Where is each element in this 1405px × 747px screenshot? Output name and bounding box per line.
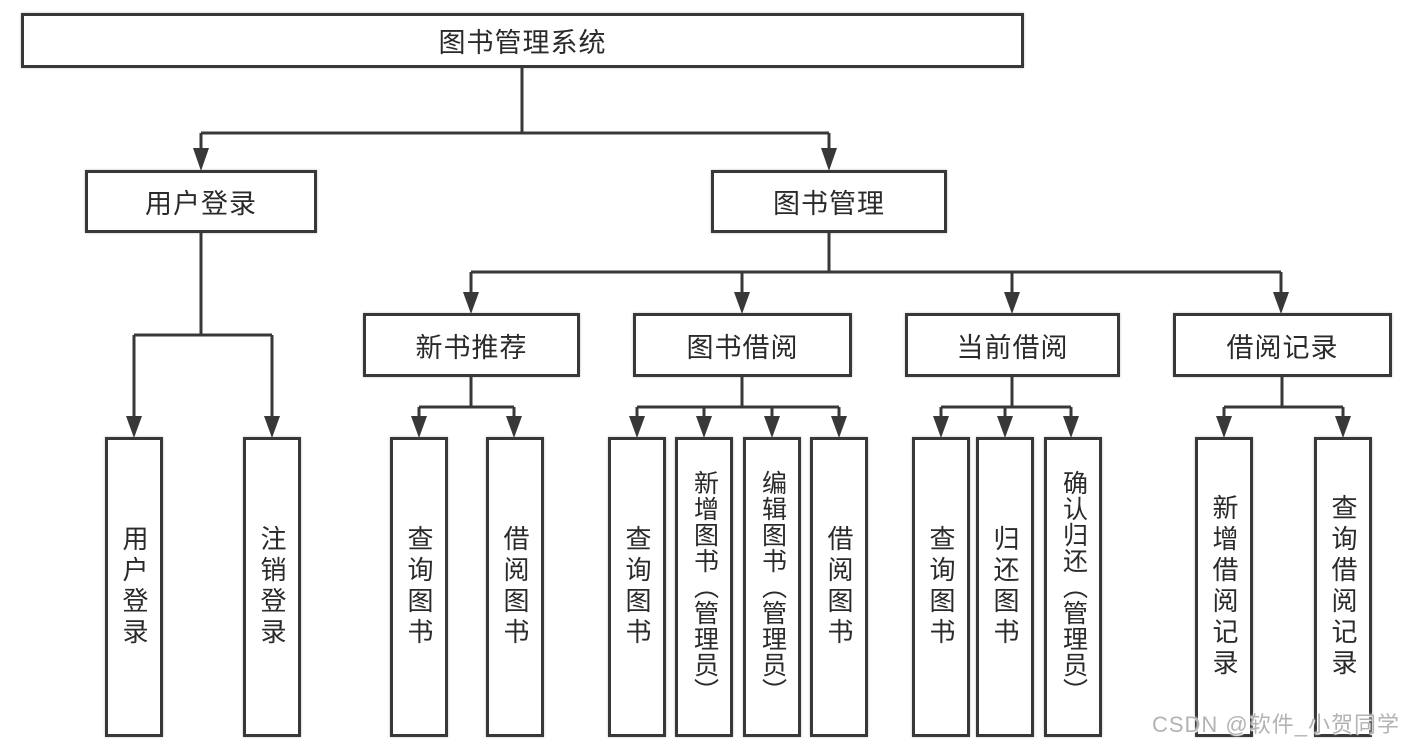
node-borrow-records: 借阅记录 (1173, 313, 1392, 377)
node-new-book-recommend-label: 新书推荐 (415, 332, 528, 363)
leaf-query-borrow-record: 查询借阅记录 (1314, 437, 1372, 737)
leaf-confirm-return-admin-label: 确认归还（管理员） (1059, 470, 1088, 704)
leaf-logout-label: 注销登录 (257, 525, 287, 649)
node-current-borrow: 当前借阅 (905, 313, 1120, 377)
node-user-login: 用户登录 (85, 170, 317, 233)
leaf-add-book-admin-label: 新增图书（管理员） (690, 470, 719, 704)
leaf-query-borrow-record-label: 查询借阅记录 (1328, 494, 1358, 680)
leaf-query-book-recommend-label: 查询图书 (404, 525, 434, 649)
leaf-add-borrow-record: 新增借阅记录 (1195, 437, 1253, 737)
leaf-user-login: 用户登录 (105, 437, 163, 737)
leaf-user-login-label: 用户登录 (119, 525, 149, 649)
leaf-query-book-borrow: 查询图书 (608, 437, 666, 737)
leaf-borrow-book: 借阅图书 (810, 437, 868, 737)
leaf-query-book-current-label: 查询图书 (926, 525, 956, 649)
node-user-login-label: 用户登录 (145, 189, 257, 219)
leaf-query-book-borrow-label: 查询图书 (622, 525, 652, 649)
leaf-query-book-recommend: 查询图书 (390, 437, 448, 737)
leaf-add-book-admin: 新增图书（管理员） (675, 437, 733, 737)
leaf-borrow-book-label: 借阅图书 (824, 525, 854, 649)
leaf-borrow-book-recommend: 借阅图书 (486, 437, 544, 737)
leaf-return-book: 归还图书 (976, 437, 1034, 737)
node-root: 图书管理系统 (21, 13, 1024, 68)
node-book-management-label: 图书管理 (773, 189, 885, 219)
leaf-edit-book-admin-label: 编辑图书（管理员） (758, 470, 787, 704)
node-root-label: 图书管理系统 (438, 28, 607, 58)
leaf-edit-book-admin: 编辑图书（管理员） (743, 437, 801, 737)
node-book-borrow-label: 图书借阅 (686, 332, 799, 363)
csdn-watermark: CSDN @软件_小贺同学 (1151, 712, 1400, 737)
leaf-add-borrow-record-label: 新增借阅记录 (1209, 494, 1239, 680)
leaf-confirm-return-admin: 确认归还（管理员） (1044, 437, 1102, 737)
leaf-query-book-current: 查询图书 (912, 437, 970, 737)
leaf-return-book-label: 归还图书 (990, 525, 1020, 649)
node-book-borrow: 图书借阅 (633, 313, 852, 377)
node-book-management: 图书管理 (711, 170, 947, 233)
node-current-borrow-label: 当前借阅 (956, 332, 1069, 363)
node-new-book-recommend: 新书推荐 (363, 313, 580, 377)
leaf-borrow-book-recommend-label: 借阅图书 (500, 525, 530, 649)
leaf-logout: 注销登录 (243, 437, 301, 737)
node-borrow-records-label: 借阅记录 (1226, 332, 1339, 363)
